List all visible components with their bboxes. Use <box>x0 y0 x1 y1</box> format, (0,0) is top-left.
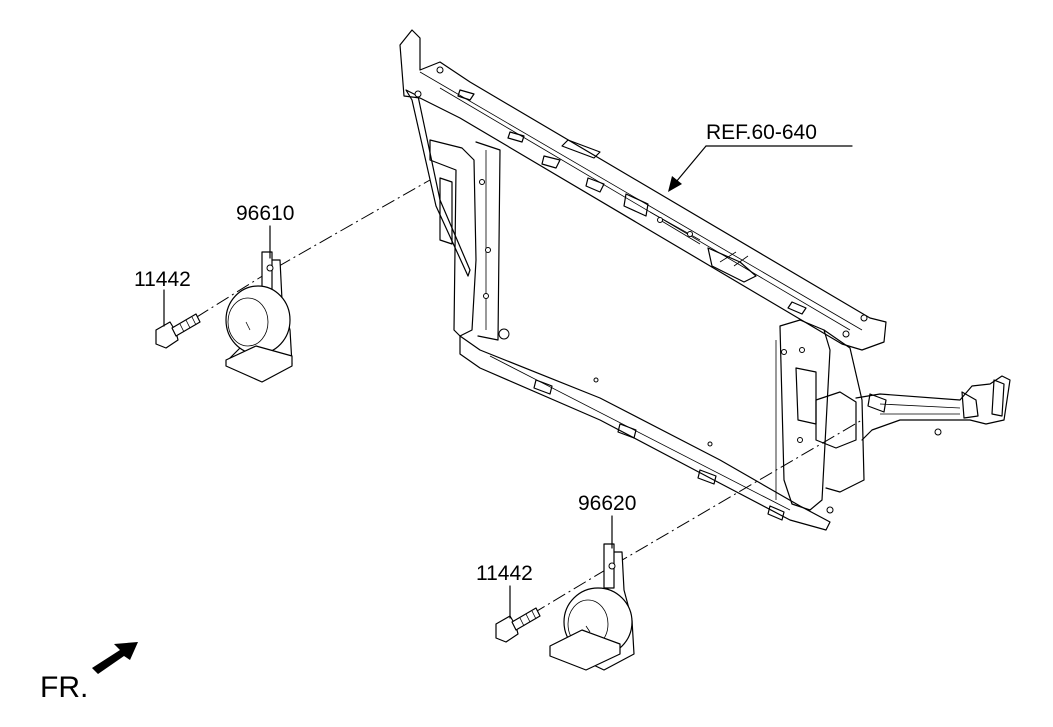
ref-arrowhead <box>668 176 682 192</box>
part-number-11442-lower: 11442 <box>476 562 533 585</box>
front-label: FR. <box>40 671 88 704</box>
front-indicator: FR. <box>40 642 138 704</box>
front-direction-arrow-icon <box>92 642 138 674</box>
part-number-11442-upper: 11442 <box>134 268 191 291</box>
assembly-lines <box>175 179 863 627</box>
horn-high <box>225 251 293 383</box>
radiator-support-carrier <box>399 29 1011 531</box>
part-number-96610: 96610 <box>236 202 294 225</box>
leader-lines <box>163 145 853 619</box>
horn-low <box>549 543 635 671</box>
part-number-96620: 96620 <box>578 492 636 515</box>
bolt-lower <box>495 607 541 643</box>
bolt-upper <box>155 313 201 349</box>
ref-label: REF.60-640 <box>706 121 817 144</box>
